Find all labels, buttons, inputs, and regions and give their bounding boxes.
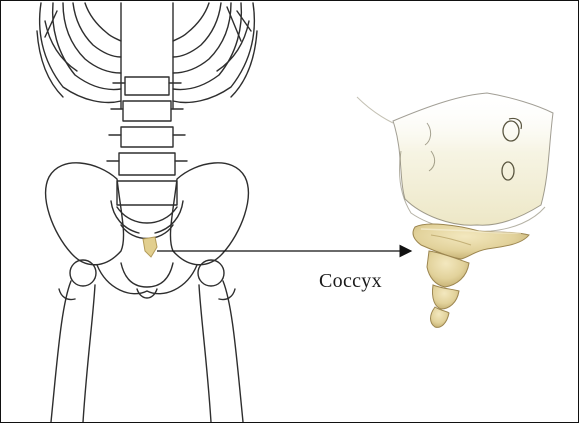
skeleton-drawing: [37, 3, 257, 422]
coccyx-label: Coccyx: [319, 270, 382, 293]
skeleton-coccyx-highlight: [143, 237, 157, 257]
enlarged-coccyx: [413, 224, 529, 327]
pelvis: [46, 163, 249, 298]
lumbar-spine: [107, 77, 187, 205]
rib-cage: [37, 3, 257, 109]
femurs: [51, 260, 243, 422]
